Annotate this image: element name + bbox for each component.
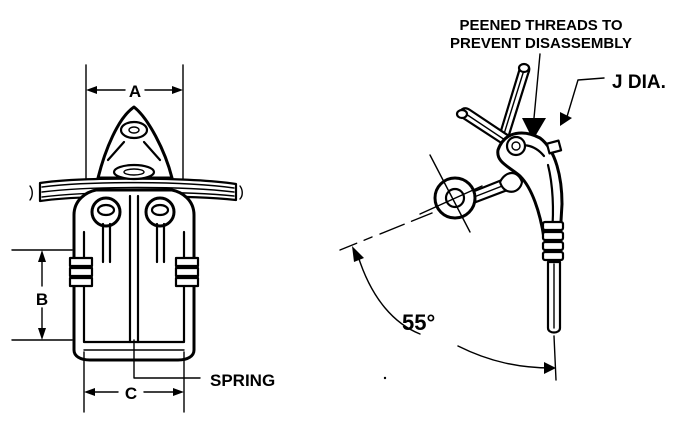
dim-a-label: A <box>129 82 141 101</box>
j-dia-callout: J DIA. <box>560 72 666 126</box>
dimension-a: A <box>85 64 184 191</box>
side-spring-coils <box>541 220 565 262</box>
peened-threads-line2: PREVENT DISASSEMBLY <box>450 35 632 52</box>
upper-arm <box>498 62 531 140</box>
dimension-b: B <box>11 249 73 341</box>
left-bolt-lever <box>455 107 514 148</box>
dim-c-label: C <box>125 384 137 403</box>
hanging-rod <box>546 260 562 334</box>
peened-threads-line1: PEENED THREADS TO <box>459 17 622 34</box>
bolt-left <box>90 196 122 264</box>
spring-label: SPRING <box>210 371 275 390</box>
side-view: PEENED THREADS TO PREVENT DISASSEMBLY J … <box>339 17 666 381</box>
spring-callout: SPRING <box>133 339 275 390</box>
angle-dimension: 55° <box>339 212 557 381</box>
stray-mark <box>383 376 387 380</box>
swing-eye <box>419 154 483 233</box>
dim-b-label: B <box>36 290 48 309</box>
spring-coils-left <box>68 256 94 288</box>
spring-coils-right <box>174 256 200 288</box>
dimension-c: C <box>83 351 185 413</box>
clamp-top-eye <box>96 105 174 181</box>
front-view: A <box>11 64 275 413</box>
angle-label: 55° <box>402 310 435 335</box>
bolt-right <box>144 196 176 264</box>
j-dia-label: J DIA. <box>612 72 666 93</box>
peened-threads-arrow <box>522 53 546 140</box>
